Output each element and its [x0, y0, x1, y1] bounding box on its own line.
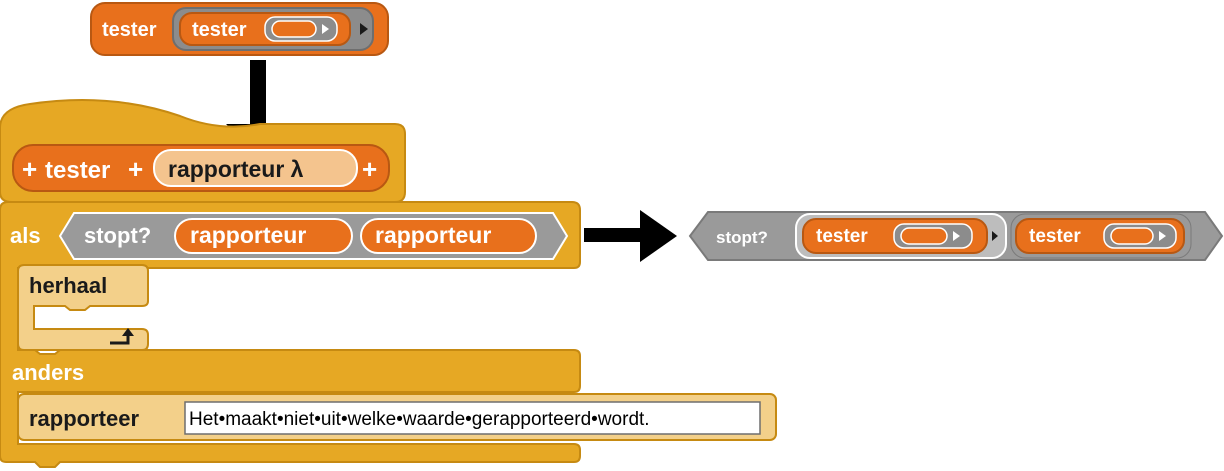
loop-arrow-icon — [110, 334, 130, 345]
arg1-rapporteur[interactable] — [174, 218, 353, 254]
arg2-label: rapporteur — [375, 222, 491, 248]
hat-plus-left[interactable]: + — [22, 154, 37, 184]
inner-tester-label: tester — [192, 19, 247, 41]
result-left-label: tester — [816, 226, 868, 247]
arg1-label: rapporteur — [190, 222, 306, 248]
arg2-rapporteur[interactable] — [360, 218, 537, 254]
repeat-block[interactable] — [17, 264, 149, 351]
block-definition[interactable]: + tester + rapporteur λ + als stopt? rap… — [0, 99, 777, 468]
inner-empty-slot[interactable] — [271, 20, 317, 38]
prototype-name: tester — [45, 157, 110, 184]
report-text-input[interactable] — [184, 401, 761, 435]
arrow-right-head — [640, 210, 677, 262]
repeat-label: herhaal — [29, 273, 107, 298]
result-right-empty-slot[interactable] — [1110, 227, 1154, 245]
arrow-down-shaft — [250, 60, 266, 126]
arrow-right — [584, 210, 677, 262]
result-right-label: tester — [1029, 226, 1081, 247]
inner-ring-arrow-icon[interactable] — [322, 24, 329, 34]
hat-plus-right[interactable]: + — [362, 154, 377, 184]
result-right-inner-arrow-icon[interactable] — [1159, 231, 1166, 241]
result-left-inner-arrow-icon[interactable] — [953, 231, 960, 241]
result-stopt-label: stopt? — [716, 228, 768, 247]
stopt-label: stopt? — [84, 223, 151, 248]
top-ring-arrow-icon[interactable] — [360, 23, 368, 35]
top-tester-label: tester — [102, 19, 157, 41]
result-left-empty-slot[interactable] — [900, 227, 948, 245]
param-rapporteur-lambda[interactable] — [153, 149, 358, 187]
else-label: anders — [12, 360, 84, 385]
result-predicate[interactable]: stopt? tester tester — [688, 211, 1224, 261]
hat-plus-mid[interactable]: + — [128, 154, 143, 184]
if-label: als — [10, 223, 41, 248]
report-label: rapporteer — [29, 406, 139, 431]
param-label: rapporteur λ — [168, 156, 304, 182]
top-tester-block[interactable]: tester tester — [90, 2, 389, 56]
arrow-right-shaft — [584, 228, 644, 242]
report-text: Het•maakt•niet•uit•welke•waarde•gerappor… — [189, 409, 650, 430]
loop-arrow-head-icon — [122, 328, 134, 336]
result-left-ring-arrow-icon[interactable] — [992, 231, 998, 241]
